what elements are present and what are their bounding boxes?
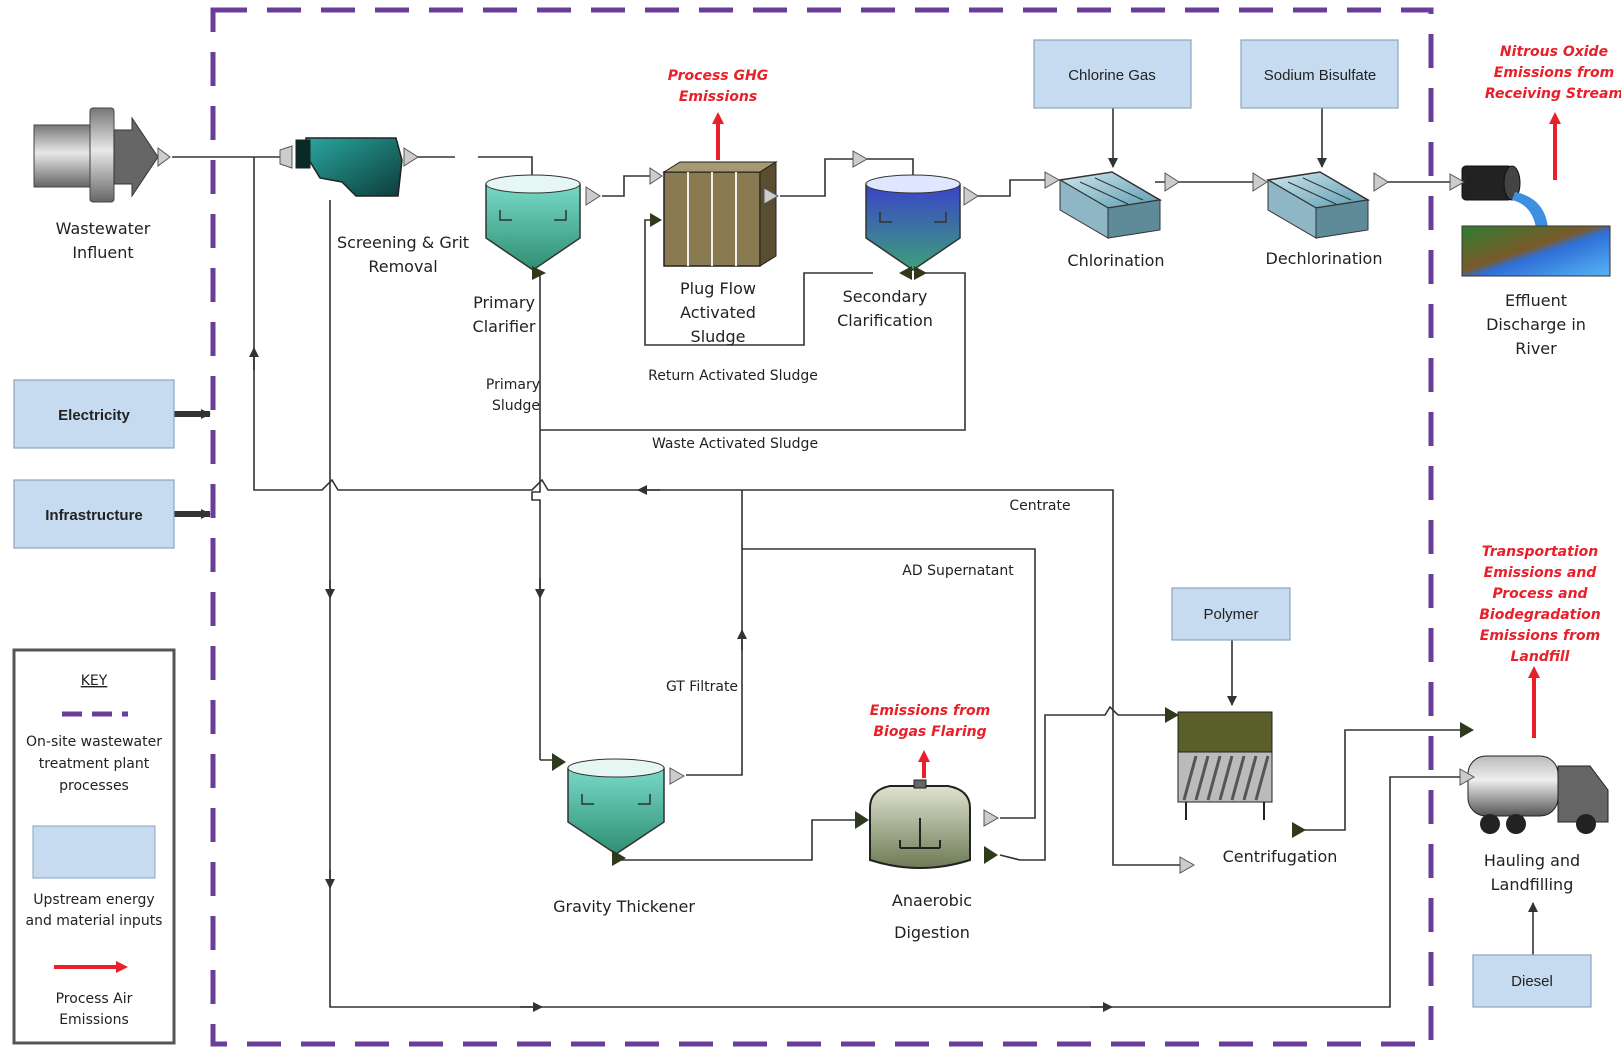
svg-text:Sludge: Sludge (691, 327, 746, 346)
label-transport: Transportation Emissions and Process and… (1479, 544, 1601, 665)
diesel-label: Diesel (1511, 973, 1553, 990)
svg-text:Primary: Primary (486, 377, 540, 393)
svg-text:River: River (1515, 339, 1557, 358)
svg-text:treatment plant: treatment plant (39, 756, 150, 772)
svg-text:Emissions: Emissions (59, 1012, 129, 1028)
infrastructure-label: Infrastructure (45, 507, 143, 524)
svg-text:On-site wastewater: On-site wastewater (26, 734, 162, 750)
plant-boundary (210, 7, 1434, 1047)
svg-text:Upstream energy: Upstream energy (33, 892, 154, 908)
svg-text:Emissions: Emissions (679, 89, 757, 105)
svg-text:Wastewater: Wastewater (56, 219, 151, 238)
svg-text:Plug Flow: Plug Flow (680, 279, 756, 298)
input-electricity: Electricity (13, 379, 175, 449)
plug-flow-icon (649, 161, 780, 267)
svg-text:Process and: Process and (1492, 586, 1588, 602)
svg-text:Clarifier: Clarifier (473, 317, 536, 336)
label-screening: Screening & Grit Removal (337, 233, 469, 276)
svg-text:Nitrous Oxide: Nitrous Oxide (1500, 44, 1608, 60)
sodium-bisulfate-label: Sodium Bisulfate (1264, 67, 1377, 84)
svg-text:Process Air: Process Air (56, 991, 133, 1007)
label-ad-supernatant: AD Supernatant (902, 563, 1014, 579)
svg-text:Effluent: Effluent (1505, 291, 1567, 310)
label-effluent: Effluent Discharge in River (1486, 291, 1586, 358)
label-primary-sludge: Primary Sludge (486, 377, 540, 414)
label-plug-flow: Plug Flow Activated Sludge (680, 279, 756, 346)
svg-text:Hauling and: Hauling and (1484, 851, 1580, 870)
svg-text:Transportation: Transportation (1482, 544, 1598, 560)
primary-clarifier-icon (485, 174, 601, 280)
label-process-ghg: Process GHG Emissions (668, 68, 768, 105)
input-sodium-bisulfate: Sodium Bisulfate (1240, 39, 1399, 109)
svg-text:Removal: Removal (368, 257, 437, 276)
emission-arrows (712, 112, 1561, 778)
flow-lines (172, 108, 1538, 1012)
legend-title: KEY (81, 673, 108, 689)
svg-text:Emissions and: Emissions and (1484, 565, 1598, 581)
label-anaerobic: Anaerobic Digestion (892, 891, 972, 942)
svg-text:Influent: Influent (72, 243, 133, 262)
input-polymer: Polymer (1171, 587, 1291, 641)
label-centrifugation: Centrifugation (1223, 847, 1338, 866)
secondary-clarifier-icon (852, 150, 979, 280)
label-centrate: Centrate (1009, 498, 1070, 514)
label-nitrous-oxide: Nitrous Oxide Emissions from Receiving S… (1485, 44, 1621, 102)
label-gravity-thickener: Gravity Thickener (553, 897, 695, 916)
svg-text:and material inputs: and material inputs (26, 913, 163, 929)
label-ras: Return Activated Sludge (648, 368, 818, 384)
screening-icon (279, 137, 419, 197)
effluent-river-icon (1449, 165, 1611, 277)
polymer-label: Polymer (1203, 606, 1258, 623)
svg-text:Landfilling: Landfilling (1491, 875, 1574, 894)
label-biogas: Emissions from Biogas Flaring (870, 703, 990, 740)
hauling-truck-icon (1459, 722, 1609, 834)
svg-text:Process GHG: Process GHG (668, 68, 768, 84)
svg-text:Emissions from: Emissions from (870, 703, 990, 719)
svg-text:Emissions from: Emissions from (1494, 65, 1614, 81)
influent-pipe-icon (33, 107, 171, 203)
label-was: Waste Activated Sludge (652, 436, 818, 452)
svg-text:Landfill: Landfill (1511, 649, 1570, 665)
svg-text:Anaerobic: Anaerobic (892, 891, 972, 910)
svg-text:Biogas Flaring: Biogas Flaring (873, 724, 986, 740)
label-primary-clarifier: Primary Clarifier (473, 293, 536, 336)
label-hauling: Hauling and Landfilling (1484, 851, 1580, 894)
svg-text:Emissions from: Emissions from (1480, 628, 1600, 644)
chlorination-icon (1044, 171, 1180, 239)
input-infrastructure: Infrastructure (13, 479, 175, 549)
input-diesel: Diesel (1472, 954, 1592, 1008)
svg-text:Primary: Primary (473, 293, 535, 312)
label-influent: Wastewater Influent (56, 219, 151, 262)
input-chlorine-gas: Chlorine Gas (1033, 39, 1192, 109)
anaerobic-digester-icon (855, 779, 1000, 869)
chlorine-gas-label: Chlorine Gas (1068, 67, 1156, 84)
svg-text:Clarification: Clarification (837, 311, 933, 330)
svg-text:Biodegradation: Biodegradation (1479, 607, 1601, 623)
legend-key: KEY On-site wastewater treatment plant p… (12, 648, 176, 1045)
svg-text:Discharge in: Discharge in (1486, 315, 1586, 334)
label-chlorination: Chlorination (1067, 251, 1164, 270)
electricity-label: Electricity (58, 407, 130, 424)
label-gt-filtrate: GT Filtrate (666, 679, 738, 695)
svg-text:Digestion: Digestion (894, 923, 970, 942)
dechlorination-icon (1252, 171, 1389, 239)
svg-text:processes: processes (59, 778, 129, 794)
svg-text:Secondary: Secondary (843, 287, 928, 306)
centrifuge-icon (1165, 707, 1306, 874)
svg-text:Screening & Grit: Screening & Grit (337, 233, 469, 252)
label-dechlorination: Dechlorination (1266, 249, 1383, 268)
svg-text:Sludge: Sludge (492, 398, 540, 414)
svg-text:Activated: Activated (680, 303, 756, 322)
svg-text:Receiving Stream: Receiving Stream (1485, 86, 1621, 102)
label-secondary: Secondary Clarification (837, 287, 933, 330)
gravity-thickener-icon (552, 753, 686, 866)
